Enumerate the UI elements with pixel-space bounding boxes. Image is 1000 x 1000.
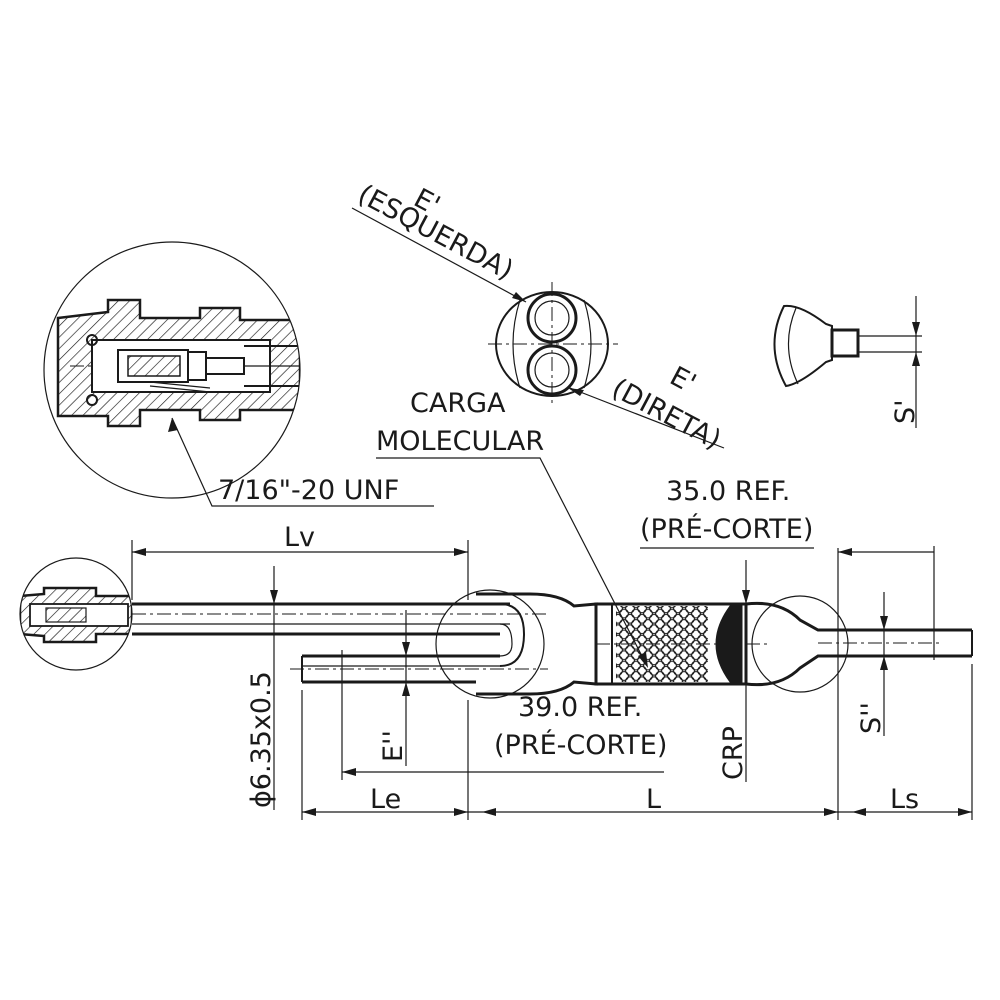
ref35-line2: (PRÉ-CORTE) xyxy=(640,513,813,545)
junction-detail-right xyxy=(751,595,849,693)
main-assembly xyxy=(19,557,973,699)
junction-detail-left xyxy=(435,589,545,699)
outlet-stub xyxy=(830,328,860,358)
molecular-charge-callout: CARGA MOLECULAR xyxy=(376,388,648,668)
ref35-line1: 35.0 REF. xyxy=(666,476,790,507)
ref39-line2: (PRÉ-CORTE) xyxy=(494,729,667,761)
le-label: Le xyxy=(370,784,401,815)
dimensions: Lv ϕ6.35x0.5 Le 39.0 REF. (PRÉ-CORTE) E'… xyxy=(131,522,973,820)
lv-label: Lv xyxy=(284,522,315,553)
s-double-label: S'' xyxy=(856,702,887,734)
l-label: L xyxy=(646,784,661,815)
ls-label: Ls xyxy=(890,784,919,815)
s-prime-label: S' xyxy=(890,399,921,424)
outlet-side-view: S' xyxy=(773,296,922,428)
fitting-section-detail xyxy=(56,298,300,428)
carga-leader-line xyxy=(376,457,647,665)
access-valve xyxy=(20,586,132,644)
ref39-line1: 39.0 REF. xyxy=(518,692,642,723)
diameter-label: ϕ6.35x0.5 xyxy=(246,671,277,808)
thread-leader-line xyxy=(171,417,434,507)
thread-label: 7/16"-20 UNF xyxy=(218,475,399,506)
e-double-label: E'' xyxy=(378,730,409,762)
carga-label-line1: CARGA xyxy=(410,388,506,419)
crp-label: CRP xyxy=(718,726,749,780)
detail-view-fitting: 7/16"-20 UNF xyxy=(43,241,434,507)
e-prime-right-label: E' xyxy=(665,361,701,400)
ref35-callout: 35.0 REF. (PRÉ-CORTE) xyxy=(640,476,814,549)
carga-label-line2: MOLECULAR xyxy=(376,426,544,457)
tube-cross-section: E' (ESQUERDA) E' (DIRETA) xyxy=(351,179,726,456)
filter-inlet-taper xyxy=(476,592,598,696)
